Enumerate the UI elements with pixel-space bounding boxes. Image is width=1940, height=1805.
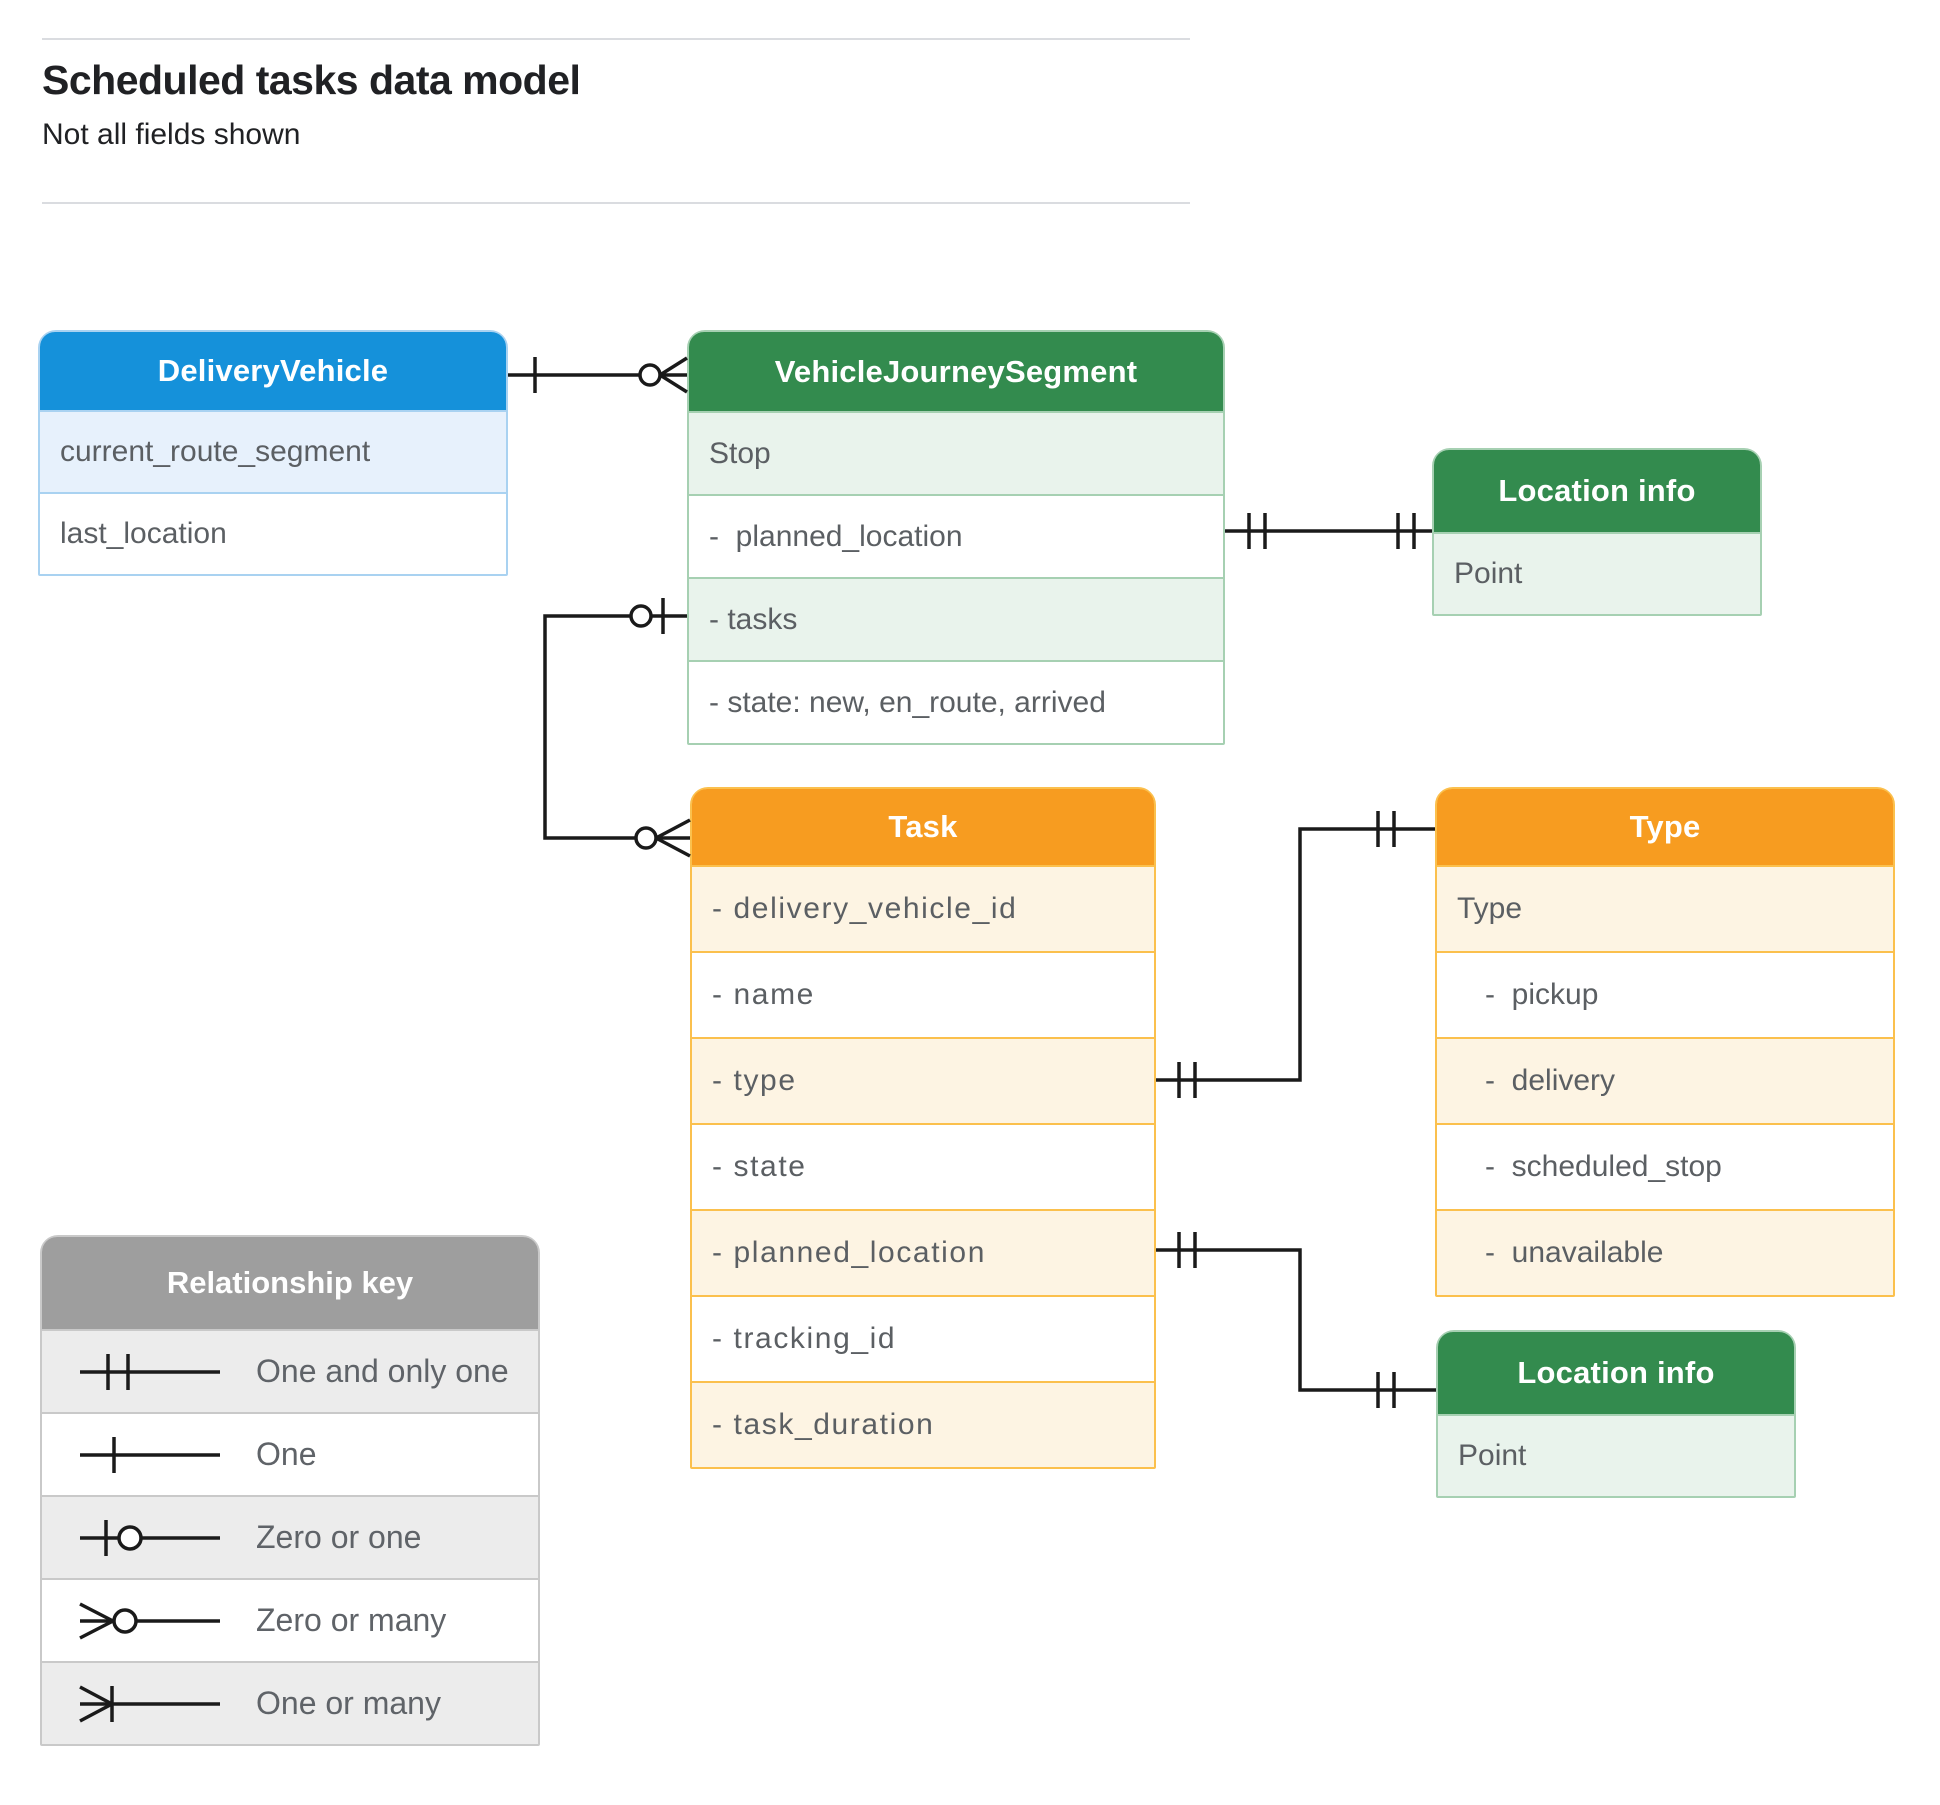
page-title: Scheduled tasks data model [42, 57, 581, 103]
field-tracking-id: - tracking_id [692, 1295, 1154, 1381]
entity-type-title: Type [1437, 789, 1893, 865]
legend-label: One and only one [256, 1353, 509, 1389]
entity-delivery-vehicle-title: DeliveryVehicle [40, 332, 506, 410]
field-label: - pickup [1485, 978, 1599, 1011]
connector-tasks-task [543, 598, 691, 858]
legend-row-zero-or-one: Zero or one [42, 1495, 538, 1578]
field-unavailable: - unavailable [1437, 1209, 1893, 1295]
connector-tasktype-type [1156, 811, 1435, 1098]
field-label: Type [1457, 892, 1523, 925]
field-label: Stop [709, 436, 771, 470]
field-last-location: last_location [40, 492, 506, 574]
entity-vehicle-journey-segment-title: VehicleJourneySegment [689, 332, 1223, 411]
field-label: - unavailable [1485, 1236, 1664, 1269]
field-stop: Stop [689, 411, 1223, 494]
legend-row-one-or-many: One or many [42, 1661, 538, 1744]
entity-task: Task - delivery_vehicle_id - name - type… [690, 787, 1156, 1469]
entity-location-info-bottom: Location info Point [1436, 1330, 1796, 1498]
title-bottom-rule [42, 202, 1190, 204]
field-label: - name [712, 978, 815, 1011]
field-label: - scheduled_stop [1485, 1150, 1722, 1183]
field-label: - type [712, 1064, 797, 1097]
field-label: - delivery [1485, 1064, 1616, 1097]
entity-vehicle-journey-segment: VehicleJourneySegment Stop - planned_loc… [687, 330, 1225, 745]
field-label: - delivery_vehicle_id [712, 892, 1018, 925]
connector-deliveryvehicle-vehiclejourneysegment [508, 356, 688, 394]
legend-label: One or many [256, 1685, 441, 1721]
field-label: - planned_location [712, 1236, 986, 1269]
zero-or-many-symbol [79, 1601, 220, 1640]
page-subtitle: Not all fields shown [42, 118, 301, 151]
legend-label: One [256, 1436, 317, 1472]
field-label: last_location [60, 517, 227, 550]
entity-location-info-bottom-title: Location info [1438, 1332, 1794, 1414]
relationship-key-title: Relationship key [42, 1237, 538, 1329]
field-label: Point [1454, 557, 1523, 590]
field-label: - task_duration [712, 1408, 935, 1441]
connector-taskplannedlocation-locationinfo-bottom [1156, 1232, 1436, 1408]
relationship-key: Relationship key One and only one One Ze… [40, 1235, 540, 1746]
field-current-route-segment: current_route_segment [40, 410, 506, 492]
field-delivery: - delivery [1437, 1037, 1893, 1123]
field-label: - state [712, 1150, 807, 1183]
legend-label: Zero or one [256, 1519, 422, 1555]
entity-task-title: Task [692, 789, 1154, 865]
field-point: Point [1434, 532, 1760, 614]
one-symbol [80, 1436, 220, 1473]
legend-label: Zero or many [256, 1602, 447, 1638]
field-type: - type [692, 1037, 1154, 1123]
field-tasks: - tasks [689, 577, 1223, 660]
field-label: current_route_segment [60, 435, 371, 468]
field-planned-location: - planned_location [692, 1209, 1154, 1295]
field-label: - tasks [709, 602, 798, 636]
field-label: - state: new, en_route, arrived [709, 685, 1106, 719]
field-state: - state [692, 1123, 1154, 1209]
field-task-duration: - task_duration [692, 1381, 1154, 1467]
field-pickup: - pickup [1437, 951, 1893, 1037]
field-label: - tracking_id [712, 1322, 897, 1355]
field-scheduled-stop: - scheduled_stop [1437, 1123, 1893, 1209]
field-type-header: Type [1437, 865, 1893, 951]
legend-row-zero-or-many: Zero or many [42, 1578, 538, 1661]
entity-location-info-top-title: Location info [1434, 450, 1760, 532]
field-name: - name [692, 951, 1154, 1037]
legend-row-one-and-only-one: One and only one [42, 1329, 538, 1412]
field-point: Point [1438, 1414, 1794, 1496]
field-state: - state: new, en_route, arrived [689, 660, 1223, 743]
connector-plannedlocation-locationinfo-top [1225, 513, 1432, 549]
one-and-only-one-symbol [80, 1353, 220, 1390]
entity-type: Type Type - pickup - delivery - schedule… [1435, 787, 1895, 1297]
entity-location-info-top: Location info Point [1432, 448, 1762, 616]
entity-delivery-vehicle: DeliveryVehicle current_route_segment la… [38, 330, 508, 576]
field-planned-location: - planned_location [689, 494, 1223, 577]
zero-or-one-symbol [80, 1519, 220, 1556]
top-rule [42, 38, 1190, 40]
field-label: Point [1458, 1439, 1527, 1472]
one-or-many-symbol [79, 1684, 220, 1723]
field-delivery-vehicle-id: - delivery_vehicle_id [692, 865, 1154, 951]
field-label: - planned_location [709, 519, 963, 553]
legend-row-one: One [42, 1412, 538, 1495]
